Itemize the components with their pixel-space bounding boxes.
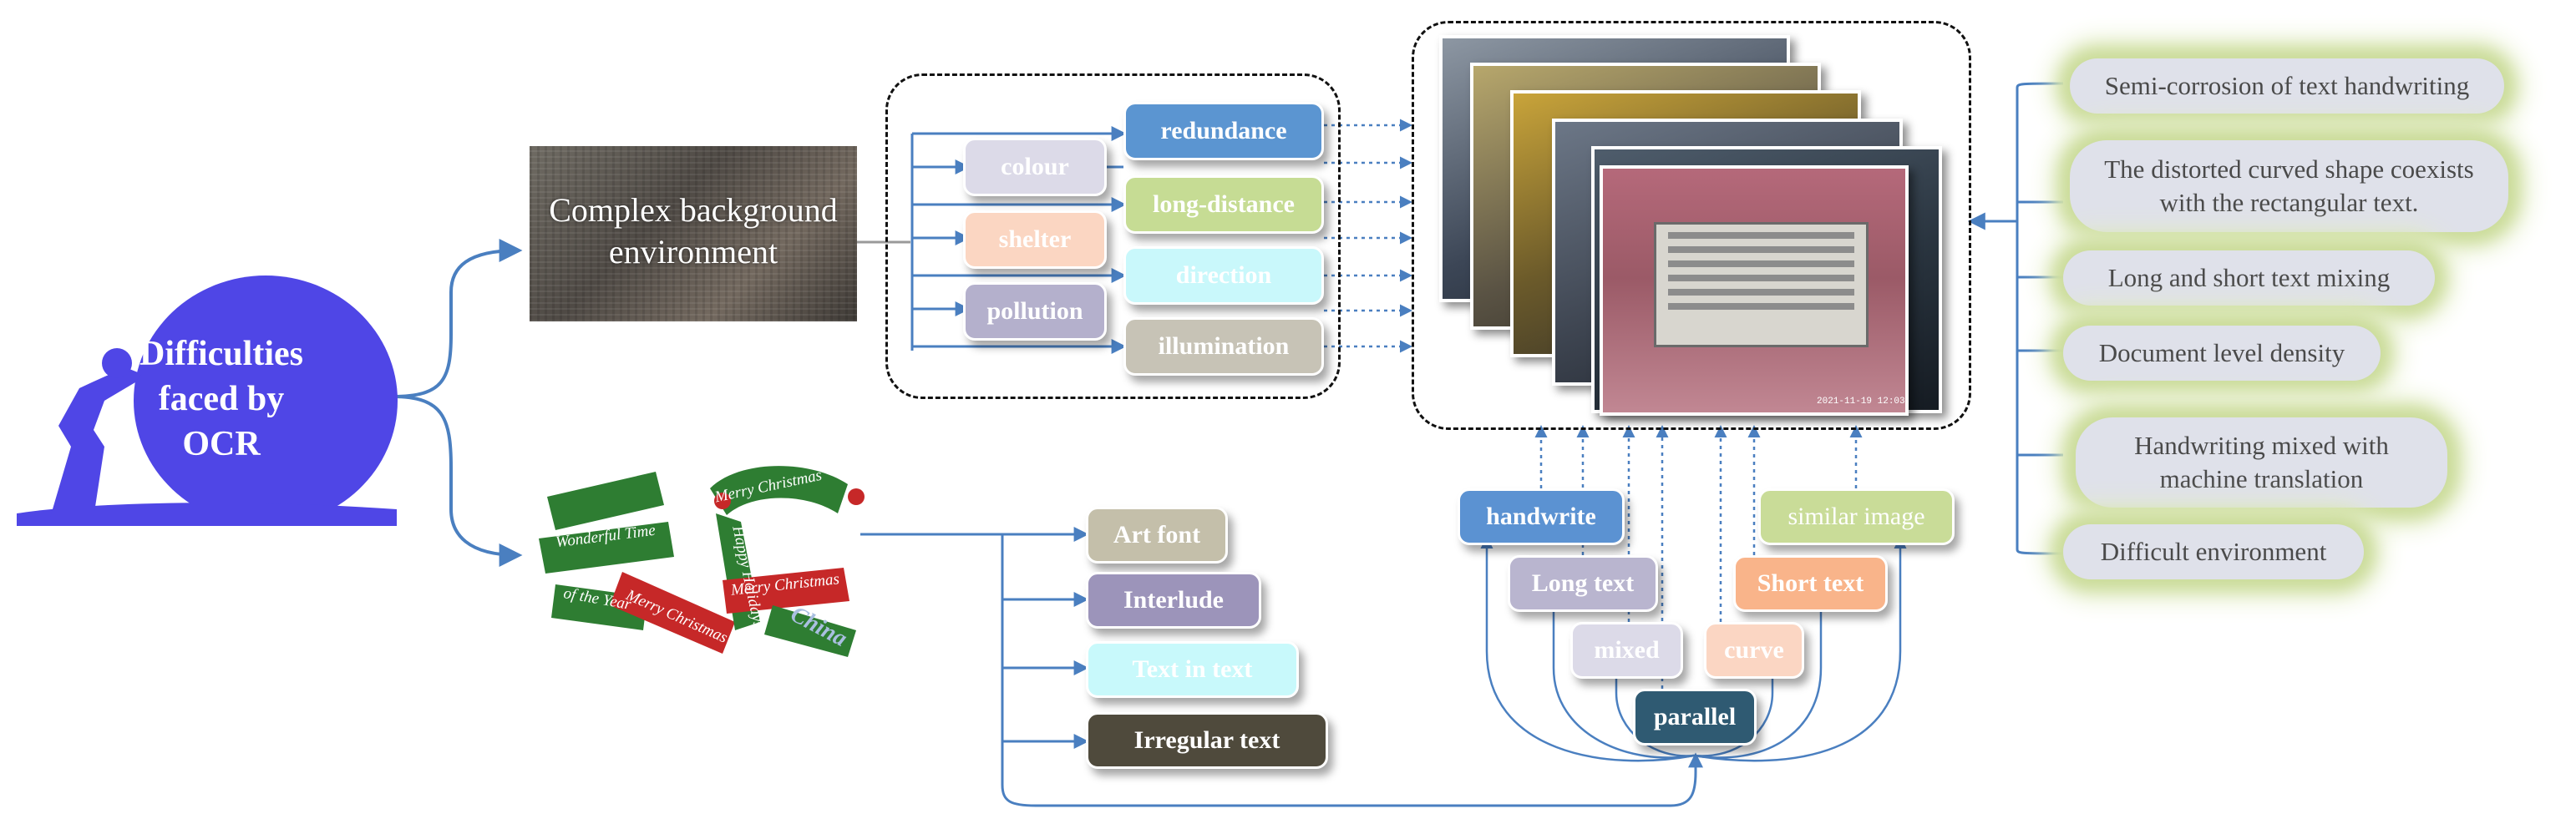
attr-mixed: mixed	[1570, 622, 1683, 679]
nameplate-icon	[1654, 222, 1869, 347]
attr-curve: curve	[1704, 622, 1804, 679]
attr-handwrite: handwrite	[1458, 488, 1625, 545]
challenge-3: Long and short text mixing	[2063, 250, 2435, 306]
effect-long-distance: long-distance	[1123, 175, 1324, 234]
factor-colour: colour	[963, 138, 1107, 196]
challenge-4: Document level density	[2063, 326, 2381, 381]
arrow-root-to-art	[392, 395, 523, 567]
art-font-sample-image	[539, 466, 865, 657]
effect-redundance: redundance	[1123, 102, 1324, 160]
sample-photos-group	[1412, 21, 1971, 430]
sisyphus-silhouette-icon	[17, 275, 398, 526]
challenge-1: Semi-corrosion of text handwriting	[2070, 58, 2504, 114]
challenge-6: Difficult environment	[2063, 524, 2364, 579]
style-irregular-text: Irregular text	[1086, 712, 1328, 769]
effect-illumination: illumination	[1123, 317, 1324, 376]
factor-pollution: pollution	[963, 282, 1107, 341]
attr-long-text: Long text	[1508, 555, 1658, 612]
style-art-font: Art font	[1086, 507, 1228, 564]
background-factors-group	[885, 73, 1341, 399]
style-text-in-text: Text in text	[1086, 641, 1299, 698]
attr-short-text: Short text	[1733, 555, 1888, 612]
photo-timestamp: 2021-11-19 12:03	[1817, 397, 1905, 407]
arrow-root-to-background	[392, 239, 523, 398]
effect-direction: direction	[1123, 246, 1324, 305]
attr-similar-image: similar image	[1758, 488, 1955, 545]
attr-parallel: parallel	[1633, 689, 1757, 746]
factor-shelter: shelter	[963, 210, 1107, 269]
style-interlude: Interlude	[1086, 572, 1261, 629]
